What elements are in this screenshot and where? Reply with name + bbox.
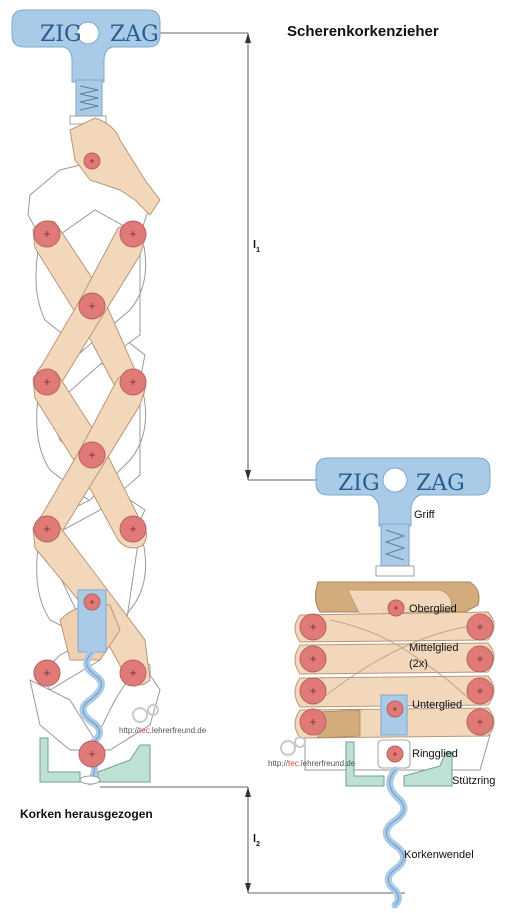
dimension-l2-label: l2 [253,833,260,848]
label-mittelglied-count: (2x) [409,658,428,670]
svg-text:http://tec.lehrerfreund.de: http://tec.lehrerfreund.de [119,726,207,735]
diagram-title: Scherenkorkenzieher [287,23,439,40]
label-unterglied: Unterglied [412,699,462,711]
brand-left-zig: ZIG [40,22,82,47]
handle-left: ZIG ZAG [11,9,161,125]
dimension-l2: l2 [100,786,405,894]
support-ring-left [39,737,151,785]
brand-right-zig: ZIG [338,471,380,496]
brand-right-zag: ZAG [416,471,465,496]
brand-left-zag: ZAG [110,22,159,47]
label-ringglied: Ringglied [412,748,458,760]
label-korkenwendel: Korkenwendel [404,849,474,861]
label-oberglied: Oberglied [409,603,457,615]
label-mittelglied: Mittelglied [409,642,459,654]
svg-text:http://tec.lehrerfreund.de: http://tec.lehrerfreund.de [268,759,356,768]
support-ring-right [345,741,453,787]
middle-links [294,611,495,708]
watermark-left: http://tec.lehrerfreund.de [119,704,207,735]
corkscrew-collapsed: ZIG ZAG [268,457,495,909]
dimension-l1-label: l1 [253,239,260,254]
label-stuetzring: Stützring [452,775,495,787]
corkscrew-extended: ZIG ZAG [11,9,207,786]
diagram-subtitle: Korken herausgezogen [20,807,153,821]
watermark-right: http://tec.lehrerfreund.de [268,736,356,768]
handle-right: ZIG ZAG [315,457,491,577]
label-griff: Griff [414,509,436,521]
